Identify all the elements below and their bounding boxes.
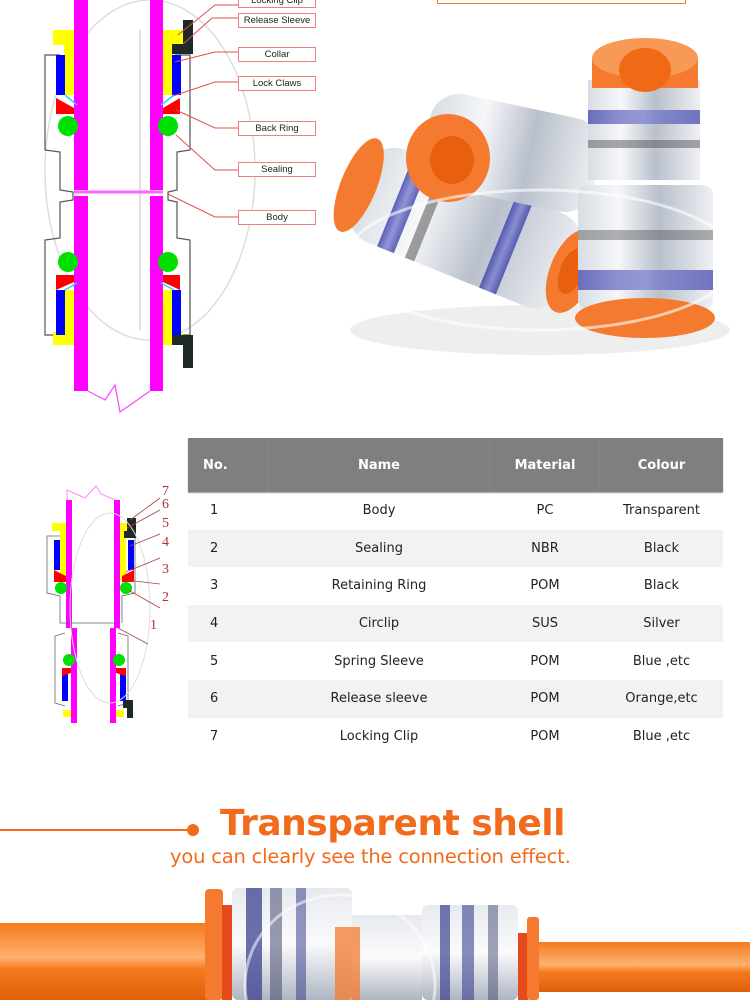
cell-colour: Silver bbox=[600, 604, 723, 643]
cell-material: NBR bbox=[490, 529, 600, 568]
cell-no: 4 bbox=[188, 604, 268, 643]
part-number-4: 4 bbox=[162, 535, 169, 550]
connection-photo bbox=[0, 875, 750, 1000]
cell-no: 5 bbox=[210, 653, 219, 669]
cross-section-diagram: Locking Clip Release Sleeve Collar Lock … bbox=[0, 0, 330, 420]
table-row: 7 Locking Clip POM Blue ,etc bbox=[188, 718, 723, 756]
cell-name: Locking Clip bbox=[339, 728, 419, 744]
materials-table: No. Name Material Colour 1 Body PC Trans… bbox=[188, 438, 723, 755]
cell-name: Release sleeve bbox=[268, 679, 490, 718]
numbered-cross-section-graphic bbox=[46, 485, 161, 723]
cell-no: 3 bbox=[210, 578, 219, 594]
table-header-row: No. Name Material Colour bbox=[188, 438, 723, 492]
part-number-5: 5 bbox=[162, 516, 169, 531]
header-name: Name bbox=[268, 438, 490, 492]
cell-name: Body bbox=[362, 503, 396, 519]
callout-lock-claws: Lock Claws bbox=[238, 76, 316, 91]
cell-colour: Blue ,etc bbox=[632, 728, 691, 744]
header-no: No. bbox=[188, 438, 268, 492]
numbered-parts-diagram: 7 6 5 4 3 2 1 bbox=[30, 478, 190, 723]
cell-colour: Orange,etc bbox=[600, 679, 723, 718]
feature-subtitle: you can clearly see the connection effec… bbox=[170, 845, 571, 868]
cell-name: Retaining Ring bbox=[331, 578, 427, 594]
cell-name: Sealing bbox=[268, 529, 490, 568]
part-number-6: 6 bbox=[162, 497, 169, 512]
part-number-3: 3 bbox=[162, 562, 169, 577]
table-row: 3 Retaining Ring POM Black bbox=[188, 567, 723, 605]
headline-bullet-dot bbox=[187, 824, 199, 836]
cell-material: POM bbox=[530, 728, 560, 744]
connectors-photo-graphic bbox=[333, 38, 737, 355]
tube-connection-graphic bbox=[0, 888, 750, 1000]
connector-cross-section-graphic bbox=[44, 0, 256, 414]
cell-colour: Transparent bbox=[623, 503, 700, 519]
cell-material: PC bbox=[536, 503, 554, 519]
table-row: 4 Circlip SUS Silver bbox=[188, 604, 723, 643]
part-number-7: 7 bbox=[162, 484, 169, 499]
callout-collar: Collar bbox=[238, 47, 316, 62]
cell-material: POM bbox=[530, 578, 560, 594]
headline-rule bbox=[0, 829, 192, 831]
cell-material: POM bbox=[530, 653, 560, 669]
feature-title: Transparent shell bbox=[220, 803, 565, 844]
part-number-2: 2 bbox=[162, 590, 169, 605]
cell-no: 6 bbox=[188, 679, 268, 718]
table-row: 1 Body PC Transparent bbox=[188, 492, 723, 530]
header-colour: Colour bbox=[600, 438, 723, 492]
cell-name: Circlip bbox=[268, 604, 490, 643]
cell-material: POM bbox=[490, 679, 600, 718]
cell-colour: Black bbox=[600, 529, 723, 568]
callout-locking-clip: Locking Clip bbox=[238, 0, 316, 8]
product-photo bbox=[330, 0, 750, 400]
cell-material: SUS bbox=[490, 604, 600, 643]
cell-colour: Blue ,etc bbox=[632, 653, 691, 669]
callout-sealing: Sealing bbox=[238, 162, 316, 177]
part-number-1: 1 bbox=[150, 618, 157, 633]
callout-back-ring: Back Ring bbox=[238, 121, 316, 136]
orange-frame-border bbox=[437, 0, 686, 4]
cell-no: 1 bbox=[210, 503, 219, 519]
table-row: 6 Release sleeve POM Orange,etc bbox=[188, 679, 723, 718]
cell-colour: Black bbox=[643, 578, 680, 594]
callout-release-sleeve: Release Sleeve bbox=[238, 13, 316, 28]
cell-no: 7 bbox=[210, 728, 219, 744]
cell-name: Spring Sleeve bbox=[334, 653, 424, 669]
cell-no: 2 bbox=[188, 529, 268, 568]
table-row: 5 Spring Sleeve POM Blue ,etc bbox=[188, 642, 723, 680]
callout-body: Body bbox=[238, 210, 316, 225]
table-row: 2 Sealing NBR Black bbox=[188, 529, 723, 568]
header-material: Material bbox=[490, 438, 600, 492]
